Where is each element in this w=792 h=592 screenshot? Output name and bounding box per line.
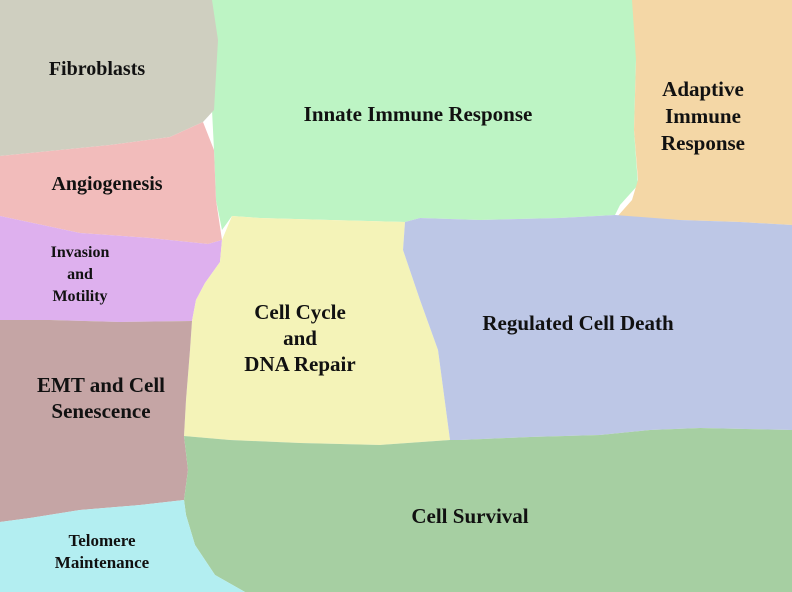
region-angiogenesis bbox=[0, 122, 222, 244]
region-invasion-motility bbox=[0, 216, 222, 322]
region-emt-senescence bbox=[0, 320, 192, 522]
region-cell-cycle-dna-repair bbox=[184, 216, 450, 445]
label-innate-immune-response: Innate Immune Response bbox=[304, 102, 533, 126]
region-telomere-maintenance bbox=[0, 500, 245, 592]
region-adaptive-immune-response bbox=[616, 0, 792, 225]
region-cell-survival bbox=[184, 428, 792, 592]
label-line: DNA Repair bbox=[244, 352, 355, 376]
label-line: Immune bbox=[665, 104, 741, 128]
label-line: Fibroblasts bbox=[49, 58, 146, 80]
label-line: Innate Immune Response bbox=[304, 102, 533, 126]
label-line: and bbox=[283, 326, 317, 350]
label-line: Regulated Cell Death bbox=[482, 311, 674, 335]
region-regulated-cell-death bbox=[403, 215, 792, 440]
label-line: Motility bbox=[52, 288, 107, 305]
label-regulated-cell-death: Regulated Cell Death bbox=[482, 311, 674, 335]
label-line: Senescence bbox=[51, 399, 150, 423]
label-angiogenesis: Angiogenesis bbox=[51, 173, 162, 195]
label-line: Invasion bbox=[51, 244, 110, 261]
label-line: Cell Survival bbox=[411, 504, 528, 528]
label-line: Telomere bbox=[68, 531, 135, 550]
label-line: EMT and Cell bbox=[37, 373, 165, 397]
label-line: and bbox=[67, 266, 93, 283]
label-line: Cell Cycle bbox=[254, 300, 346, 324]
region-innate-immune-response bbox=[210, 0, 640, 230]
label-fibroblasts: Fibroblasts bbox=[49, 58, 146, 80]
label-line: Response bbox=[661, 131, 745, 155]
label-line: Adaptive bbox=[662, 77, 744, 101]
label-line: Angiogenesis bbox=[51, 173, 162, 195]
label-cell-survival: Cell Survival bbox=[411, 504, 528, 528]
region-fibroblasts bbox=[0, 0, 218, 156]
label-line: Maintenance bbox=[55, 553, 150, 572]
